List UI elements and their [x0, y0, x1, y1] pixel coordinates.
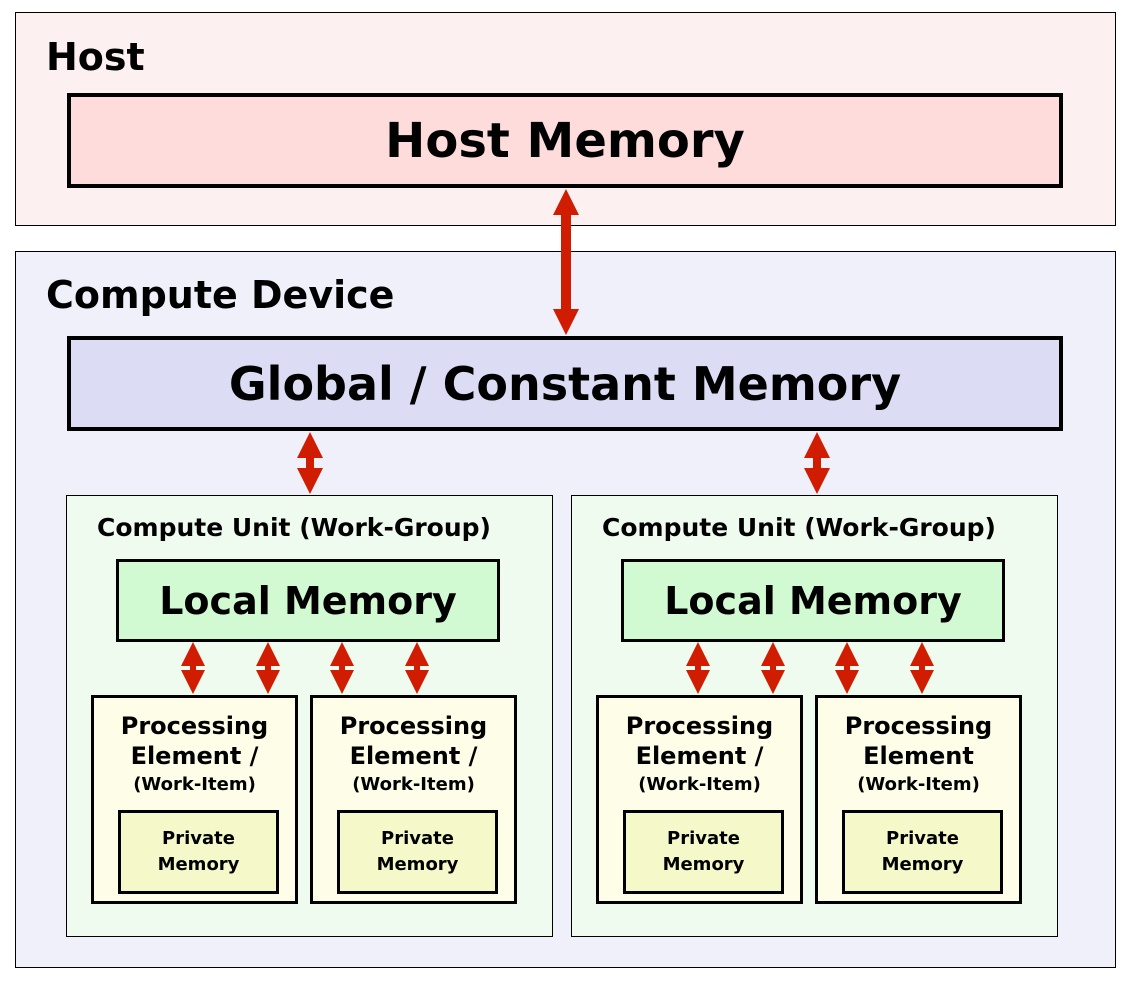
pe-line2: Element / — [130, 742, 259, 770]
private-memory-block: Private Memory — [118, 810, 279, 894]
private-memory-line1: Private — [667, 828, 740, 849]
pe-line3: (Work-Item) — [133, 774, 256, 795]
processing-element-1-2: Processing Element / (Work-Item) Private… — [310, 695, 517, 904]
compute-device-label: Compute Device — [46, 273, 395, 317]
pe-line1: Processing — [625, 712, 774, 740]
host-memory-block: Host Memory — [67, 93, 1063, 188]
processing-element-2-1: Processing Element / (Work-Item) Private… — [596, 695, 803, 904]
private-memory-block: Private Memory — [842, 810, 1003, 894]
pe-line1: Processing — [339, 712, 488, 740]
global-constant-memory-block: Global / Constant Memory — [67, 336, 1063, 431]
pe-line1: Processing — [844, 712, 993, 740]
local-memory-block-2: Local Memory — [621, 559, 1005, 642]
private-memory-line2: Memory — [662, 854, 745, 875]
private-memory-line2: Memory — [376, 854, 459, 875]
private-memory-line2: Memory — [881, 854, 964, 875]
processing-element-2-2: Processing Element (Work-Item) Private M… — [815, 695, 1022, 904]
pe-line2: Element / — [349, 742, 478, 770]
pe-line2: Element / — [635, 742, 764, 770]
private-memory-line1: Private — [162, 828, 235, 849]
private-memory-line1: Private — [886, 828, 959, 849]
compute-unit-2-title: Compute Unit (Work-Group) — [602, 513, 996, 542]
pe-line1: Processing — [120, 712, 269, 740]
pe-line2: Element — [863, 742, 974, 770]
pe-line3: (Work-Item) — [857, 774, 980, 795]
private-memory-line2: Memory — [157, 854, 240, 875]
private-memory-line1: Private — [381, 828, 454, 849]
private-memory-block: Private Memory — [623, 810, 784, 894]
private-memory-block: Private Memory — [337, 810, 498, 894]
local-memory-block-1: Local Memory — [116, 559, 500, 642]
processing-element-1-1: Processing Element / (Work-Item) Private… — [91, 695, 298, 904]
pe-line3: (Work-Item) — [638, 774, 761, 795]
pe-line3: (Work-Item) — [352, 774, 475, 795]
compute-unit-1-title: Compute Unit (Work-Group) — [97, 513, 491, 542]
host-label: Host — [46, 35, 145, 79]
